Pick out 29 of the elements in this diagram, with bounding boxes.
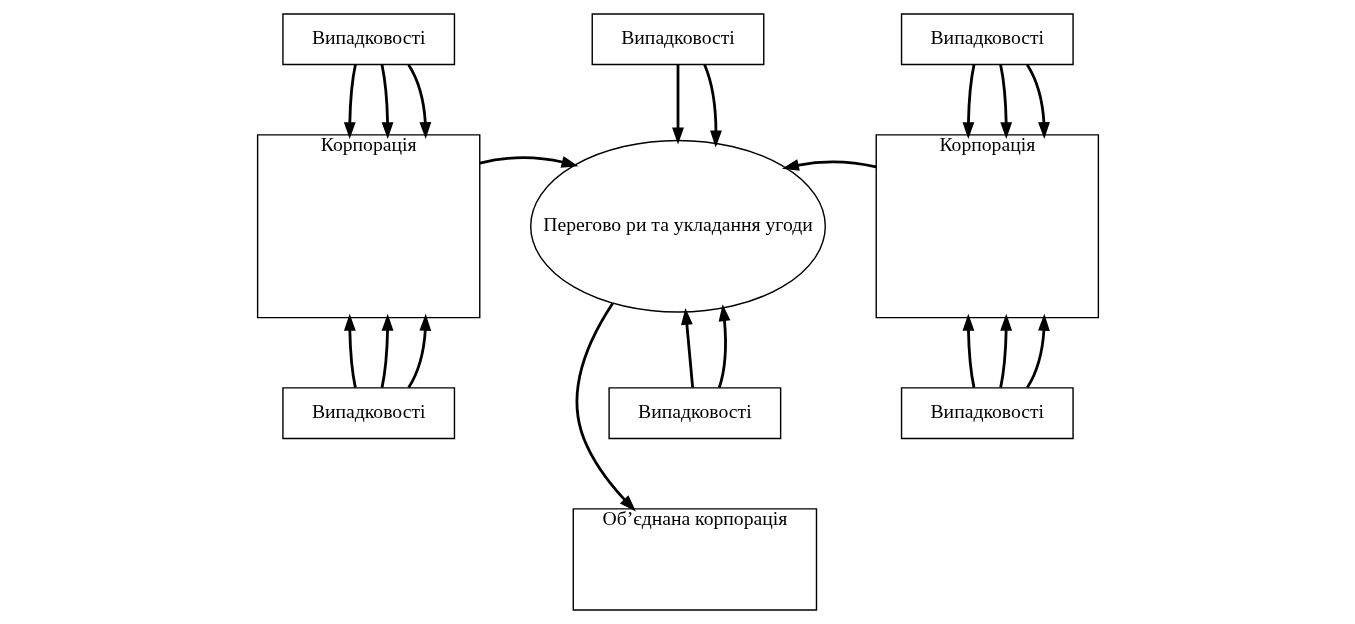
arrow	[343, 313, 357, 388]
arrow	[781, 159, 876, 171]
node-box: Об’єднана корпорація	[572, 508, 817, 611]
arrow	[1025, 64, 1050, 140]
arrow	[343, 64, 357, 140]
arrow	[998, 313, 1012, 388]
arrow	[717, 304, 730, 389]
node-ellipse: Перегово ри та укладання угоди	[529, 139, 826, 313]
node-box: Корпорація	[256, 134, 480, 319]
arrow	[962, 313, 975, 388]
arrow	[671, 64, 684, 145]
arrow	[702, 64, 722, 148]
arrow	[380, 64, 393, 140]
arrow	[407, 313, 431, 389]
node-box: Випадковості	[900, 13, 1074, 66]
node-box: Випадковості	[591, 13, 764, 66]
arrow	[962, 64, 975, 140]
node-box: Випадковості	[281, 13, 455, 66]
node-box: Випадковості	[607, 387, 781, 440]
arrow	[406, 64, 431, 140]
arrow	[680, 307, 694, 388]
arrow	[1025, 313, 1050, 389]
node-box: Корпорація	[875, 134, 1099, 319]
arrow	[575, 302, 636, 512]
arrow	[479, 156, 578, 168]
arrow	[380, 313, 393, 388]
arrow	[998, 64, 1012, 140]
node-box: Випадковості	[900, 387, 1074, 440]
node-box: Випадковості	[281, 387, 455, 440]
